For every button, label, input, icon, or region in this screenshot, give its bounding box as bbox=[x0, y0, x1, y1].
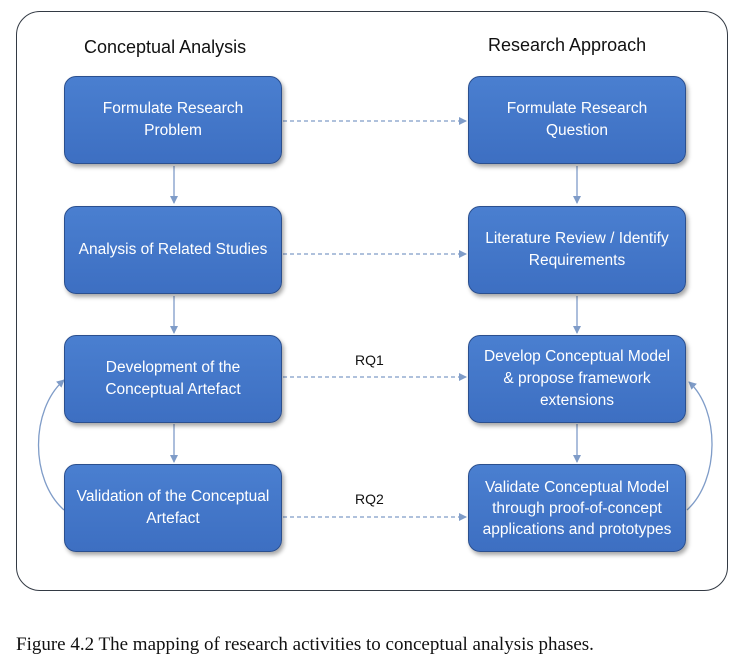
feedback-loop-left bbox=[38, 379, 65, 511]
box-development-of-conceptual-artefact: Development of the Conceptual Artefact bbox=[64, 335, 282, 423]
box-develop-conceptual-model: Develop Conceptual Model & propose frame… bbox=[468, 335, 686, 423]
box-literature-review: Literature Review / Identify Requirement… bbox=[468, 206, 686, 294]
diagram-frame bbox=[16, 11, 728, 591]
box-validate-conceptual-model: Validate Conceptual Model through proof-… bbox=[468, 464, 686, 552]
box-formulate-research-problem: Formulate Research Problem bbox=[64, 76, 282, 164]
box-formulate-research-question: Formulate Research Question bbox=[468, 76, 686, 164]
box-validation-of-conceptual-artefact: Validation of the Conceptual Artefact bbox=[64, 464, 282, 552]
box-analysis-of-related-studies: Analysis of Related Studies bbox=[64, 206, 282, 294]
label-rq2: RQ2 bbox=[355, 491, 384, 507]
feedback-loop-right bbox=[686, 381, 713, 511]
figure-caption: Figure 4.2 The mapping of research activ… bbox=[16, 634, 594, 655]
right-column-title: Research Approach bbox=[488, 35, 647, 55]
left-column-title: Conceptual Analysis bbox=[84, 37, 247, 57]
label-rq1: RQ1 bbox=[355, 352, 384, 368]
